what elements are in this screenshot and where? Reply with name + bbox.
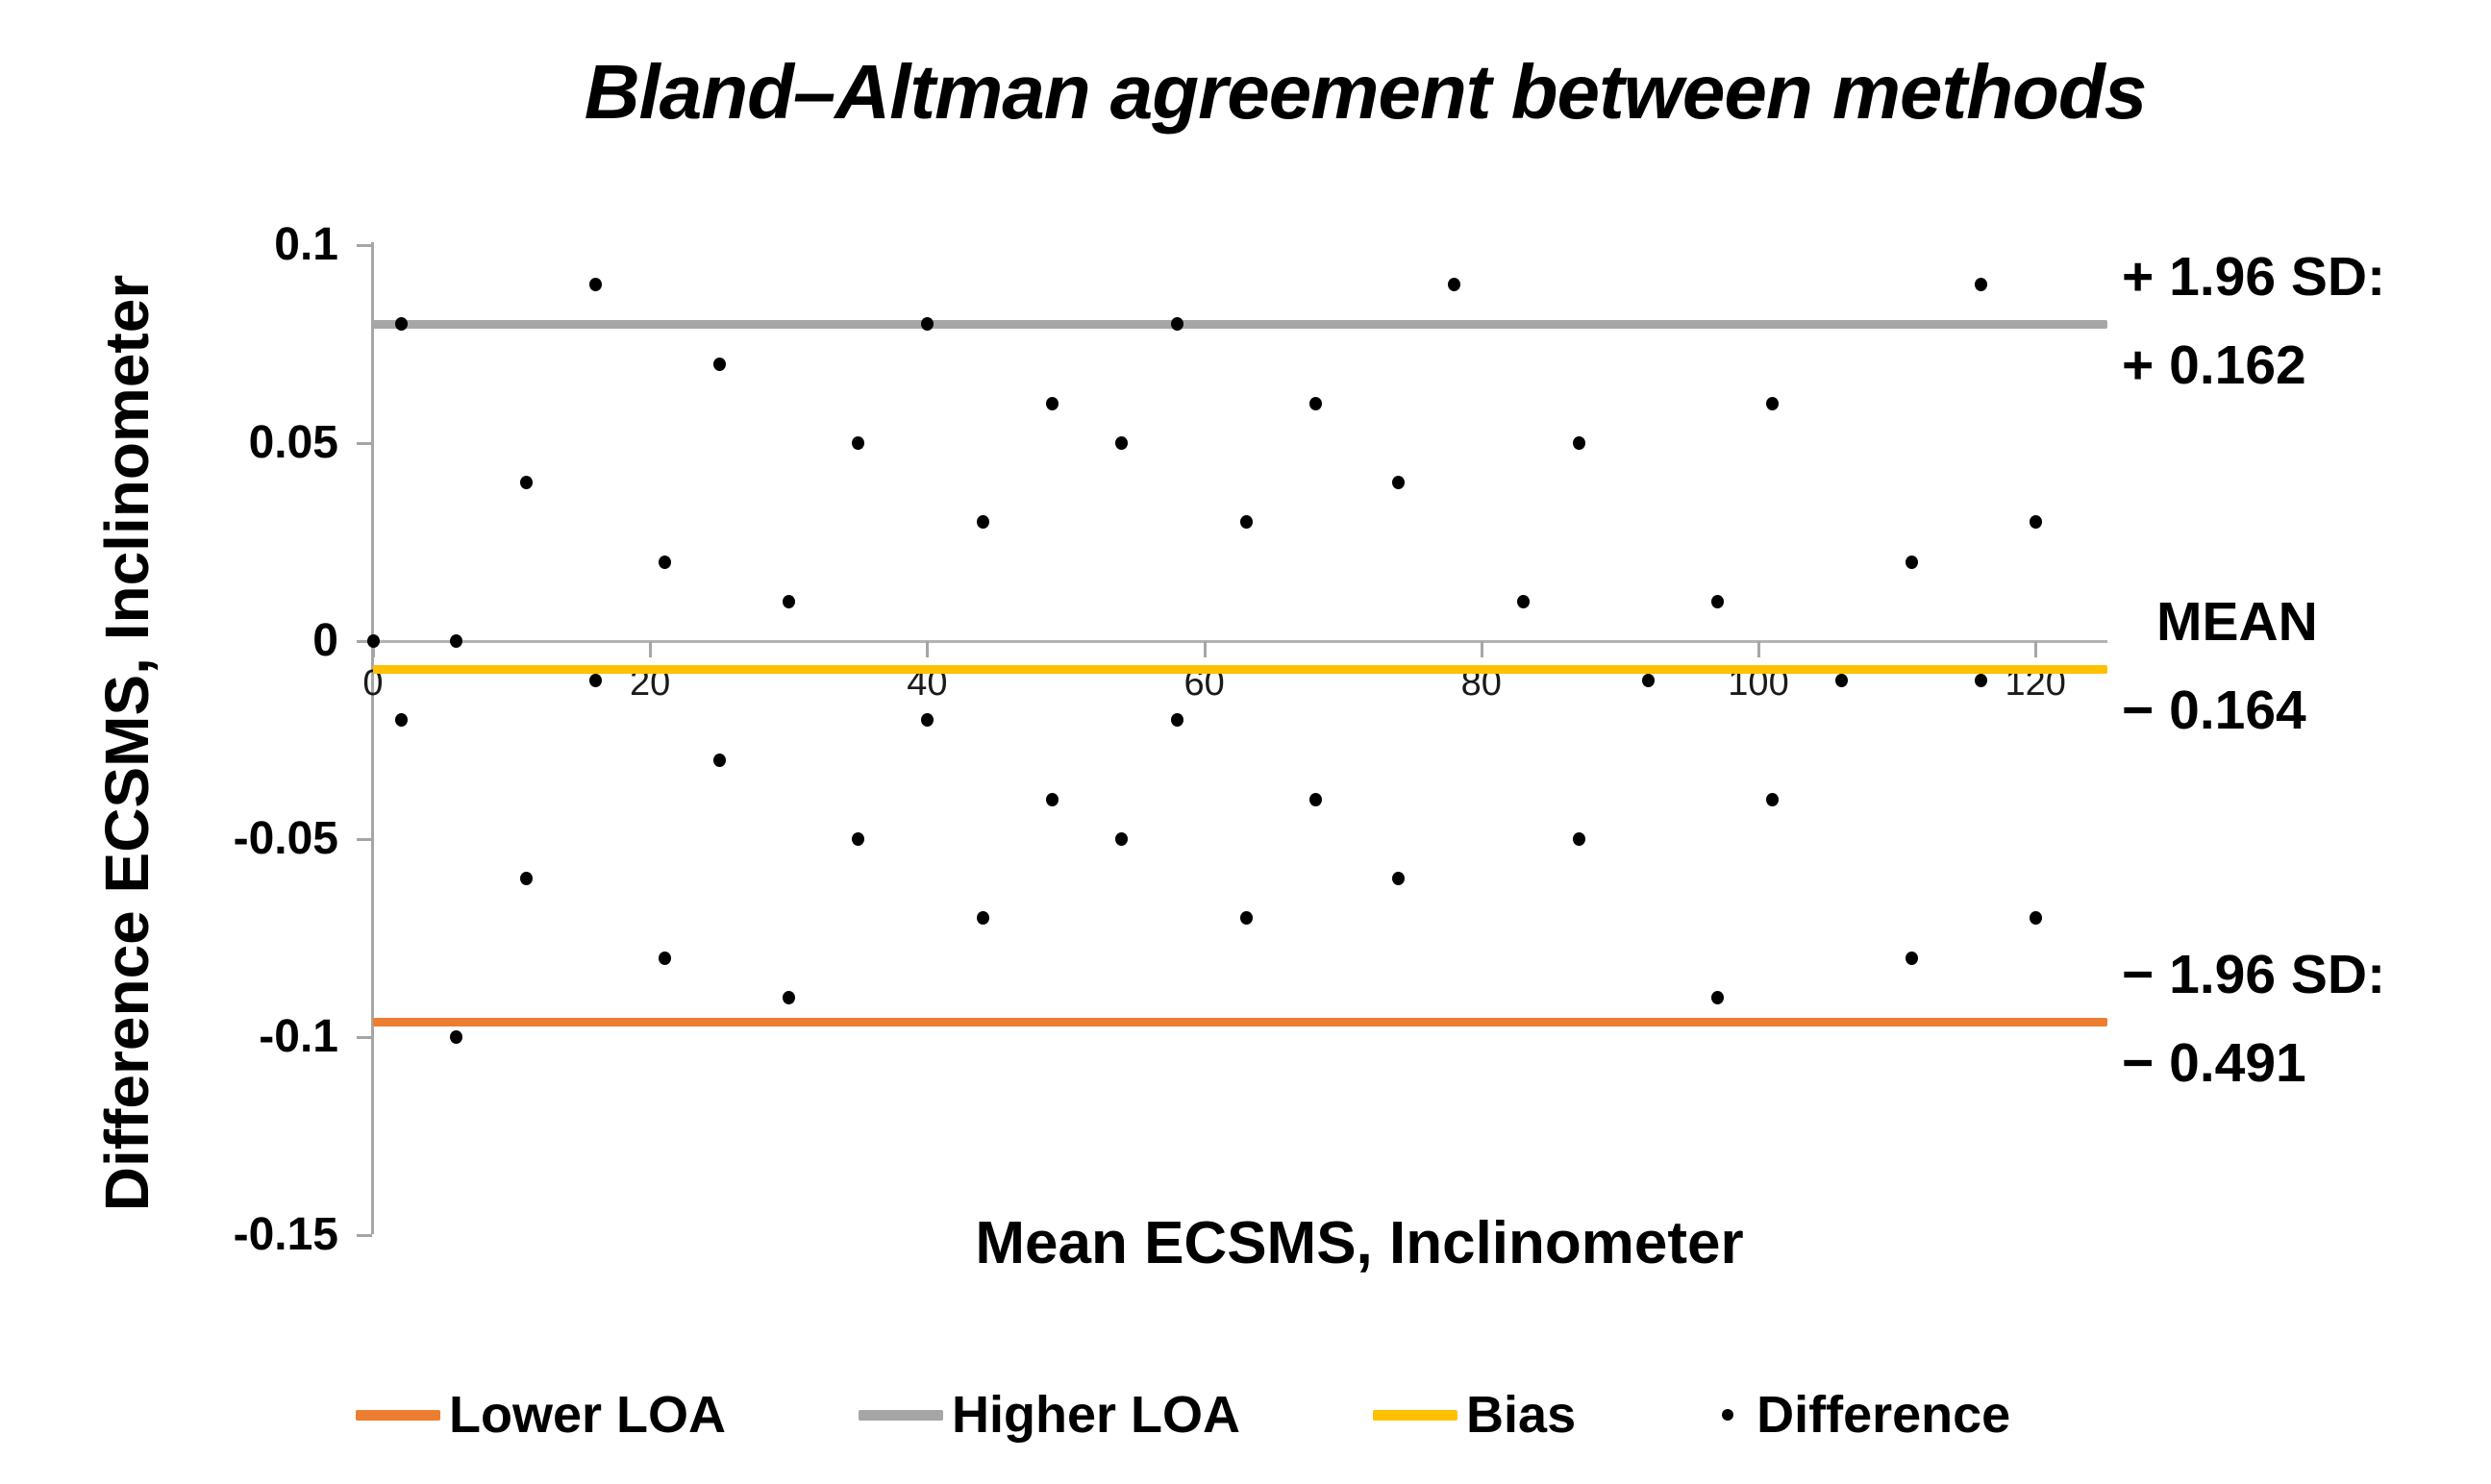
data-point <box>852 832 865 846</box>
annotation-line: + 1.96 SD: <box>2122 246 2386 309</box>
data-point <box>783 594 796 608</box>
legend-line-swatch <box>1373 1409 1458 1421</box>
data-point <box>713 357 727 371</box>
annotation-higher-loa: + 1.96 SD: + 0.162 <box>2122 233 2491 409</box>
legend-line-swatch <box>859 1409 944 1421</box>
data-point <box>450 1030 463 1044</box>
annotation-lower-loa: − 1.96 SD: − 0.491 <box>2122 930 2491 1107</box>
data-point <box>1572 436 1585 450</box>
data-point <box>1308 396 1322 410</box>
data-point <box>1046 396 1059 410</box>
data-point <box>1974 674 1987 688</box>
data-point <box>1392 476 1406 490</box>
data-point <box>1905 555 1918 569</box>
legend-dot-swatch <box>1722 1409 1734 1421</box>
x-tick-mark <box>1757 641 1760 657</box>
x-axis-zero-line <box>373 640 2107 643</box>
data-point <box>852 436 865 450</box>
data-point <box>1710 990 1724 1004</box>
x-tick-mark <box>649 641 653 657</box>
data-point <box>2030 911 2043 926</box>
y-axis-label: Difference ECSMS, Inclinometer <box>92 274 162 1212</box>
data-point <box>367 634 380 648</box>
y-tick-mark <box>357 244 372 247</box>
data-point <box>1170 713 1183 728</box>
legend-item-bias: Bias <box>1373 1384 1576 1446</box>
y-tick-label: 0.05 <box>248 417 338 468</box>
ref-line-bias <box>373 664 2107 674</box>
data-point <box>921 713 934 728</box>
data-point <box>1905 951 1918 965</box>
x-tick-mark <box>2034 641 2038 657</box>
annotation-line: − 0.164 <box>2122 679 2306 741</box>
data-point <box>1308 792 1322 806</box>
data-point <box>977 911 990 926</box>
data-point <box>1766 396 1780 410</box>
data-point <box>450 634 463 648</box>
legend-line-swatch <box>356 1409 440 1421</box>
data-point <box>1046 792 1059 806</box>
data-point <box>1974 278 1987 292</box>
legend-label: Lower LOA <box>449 1386 727 1444</box>
data-point <box>1517 594 1531 608</box>
data-point <box>588 674 602 688</box>
data-point <box>921 317 934 332</box>
data-point <box>658 555 671 569</box>
data-point <box>588 278 602 292</box>
y-tick-label: -0.15 <box>233 1209 338 1260</box>
data-point <box>1170 317 1183 332</box>
x-tick-mark <box>1203 641 1207 657</box>
legend-label: Higher LOA <box>952 1386 1241 1444</box>
data-point <box>977 515 990 530</box>
data-point <box>658 951 671 965</box>
annotation-line: MEAN <box>2156 590 2318 653</box>
annotation-bias: MEAN − 0.164 <box>2122 578 2491 754</box>
data-point <box>394 713 408 728</box>
y-tick-mark <box>357 1234 372 1237</box>
ref-line-lower-loa <box>373 1017 2107 1026</box>
y-axis-line <box>371 242 374 1234</box>
y-tick-mark <box>357 442 372 445</box>
y-tick-mark <box>357 838 372 841</box>
data-point <box>1115 436 1129 450</box>
ref-line-higher-loa <box>373 320 2107 330</box>
data-point <box>1835 674 1849 688</box>
data-point <box>783 990 796 1004</box>
annotation-line: − 0.491 <box>2122 1031 2306 1094</box>
x-axis-label: Mean ECSMS, Inclinometer <box>975 1210 1744 1276</box>
legend-label: Difference <box>1756 1386 2011 1444</box>
y-tick-mark <box>357 640 372 643</box>
data-point <box>519 872 533 886</box>
data-point <box>1115 832 1129 846</box>
y-tick-label: 0.1 <box>274 219 338 270</box>
data-point <box>1239 911 1253 926</box>
x-tick-label: 0 <box>362 663 384 704</box>
data-point <box>1447 278 1460 292</box>
y-tick-label: -0.05 <box>233 813 338 864</box>
data-point <box>1392 872 1406 886</box>
data-point <box>394 317 408 332</box>
chart-title: Bland–Altman agreement between methods <box>584 49 2148 135</box>
data-point <box>519 476 533 490</box>
data-point <box>1766 792 1780 806</box>
legend-item-higher-loa: Higher LOA <box>859 1384 1240 1446</box>
legend-item-difference: Difference <box>1708 1384 2010 1446</box>
y-tick-label: 0 <box>312 615 338 666</box>
y-tick-mark <box>357 1036 372 1039</box>
legend-label: Bias <box>1466 1386 1577 1444</box>
legend-item-lower-loa: Lower LOA <box>356 1384 726 1446</box>
x-tick-mark <box>372 641 375 657</box>
annotation-line: − 1.96 SD: <box>2122 943 2386 1005</box>
data-point <box>1572 832 1585 846</box>
x-tick-mark <box>926 641 930 657</box>
annotation-line: + 0.162 <box>2122 334 2306 397</box>
x-tick-mark <box>1480 641 1483 657</box>
data-point <box>1710 594 1724 608</box>
legend: Lower LOA Higher LOA Bias Difference <box>356 1384 2010 1446</box>
data-point <box>1239 515 1253 530</box>
data-point <box>713 753 727 767</box>
data-point <box>2030 515 2043 530</box>
data-point <box>1641 674 1655 688</box>
y-tick-label: -0.1 <box>259 1011 338 1062</box>
